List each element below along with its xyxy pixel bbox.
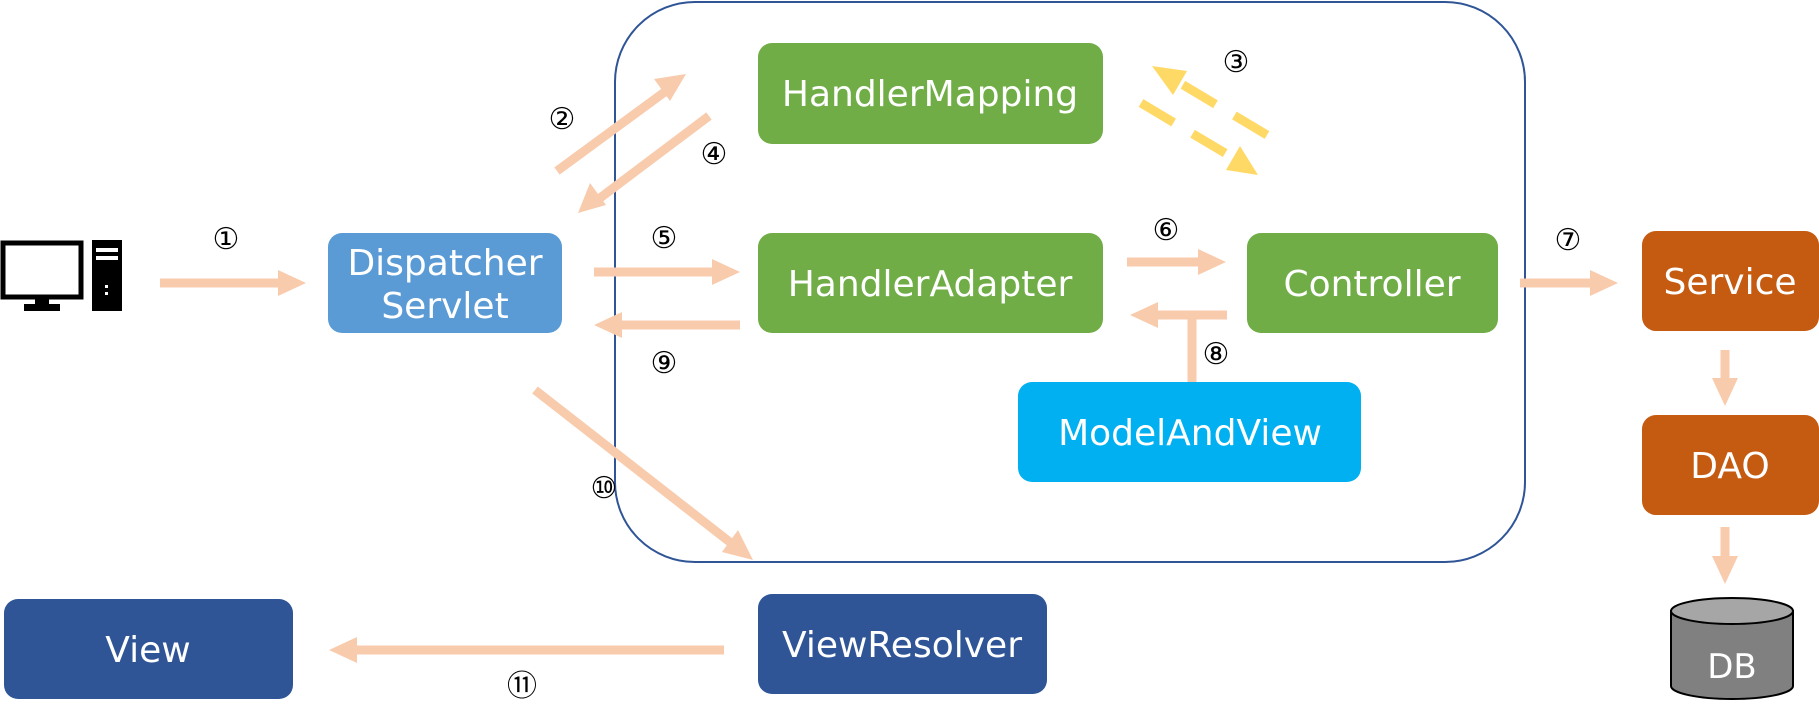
step-label-9: ⑨ xyxy=(651,346,678,381)
arrow-service-to-dao xyxy=(1712,350,1738,406)
dao-label: DAO xyxy=(1690,446,1769,487)
step-label-3: ③ xyxy=(1223,45,1250,80)
dispatcher-servlet-label-1: Dispatcher xyxy=(347,243,542,284)
view-resolver-box[interactable]: ViewResolver xyxy=(758,594,1047,694)
step-label-1: ① xyxy=(213,222,240,257)
step-label-8: ⑧ xyxy=(1203,337,1230,372)
view-resolver-label: ViewResolver xyxy=(782,625,1022,666)
model-and-view-box[interactable]: ModelAndView xyxy=(1018,382,1361,482)
arrow-step-3-return xyxy=(1152,66,1270,139)
arrow-step-4 xyxy=(578,112,712,213)
arrow-step-9 xyxy=(594,312,740,338)
service-rect xyxy=(1642,231,1819,331)
dao-box[interactable]: DAO xyxy=(1642,415,1819,515)
step-label-2: ② xyxy=(549,102,576,137)
handler-adapter-rect xyxy=(758,233,1103,333)
step-label-10: ⑩ xyxy=(591,471,618,506)
arrow-step-11 xyxy=(329,637,724,663)
view-resolver-rect xyxy=(758,594,1047,694)
handler-mapping-rect xyxy=(758,43,1103,144)
arrow-step-8 xyxy=(1130,302,1227,382)
step-label-5: ⑤ xyxy=(651,221,678,256)
model-and-view-label: ModelAndView xyxy=(1058,413,1322,454)
arrow-step-6 xyxy=(1127,249,1226,275)
computer-icon xyxy=(0,240,122,311)
arrow-step-3-call xyxy=(1138,99,1258,175)
db-label: DB xyxy=(1707,647,1757,687)
view-rect xyxy=(4,599,293,699)
step-label-11: ⑪ xyxy=(507,669,537,704)
view-box[interactable]: View xyxy=(4,599,293,699)
db-top xyxy=(1670,597,1794,625)
db-body xyxy=(1670,610,1794,700)
arrow-step-1 xyxy=(160,270,306,296)
dao-rect xyxy=(1642,415,1819,515)
controller-box[interactable]: Controller xyxy=(1247,233,1498,333)
arrow-step-7 xyxy=(1520,270,1618,296)
step-label-4: ④ xyxy=(701,137,728,172)
controller-label: Controller xyxy=(1283,264,1460,305)
handler-adapter-label: HandlerAdapter xyxy=(788,264,1073,305)
db-cylinder[interactable]: DB xyxy=(1670,597,1794,700)
step-label-6: ⑥ xyxy=(1153,213,1180,248)
controller-rect xyxy=(1247,233,1498,333)
step-label-7: ⑦ xyxy=(1555,223,1582,258)
handler-mapping-box[interactable]: HandlerMapping xyxy=(758,43,1103,144)
arrow-step-10 xyxy=(532,386,753,560)
handler-adapter-box[interactable]: HandlerAdapter xyxy=(758,233,1103,333)
arrow-step-2 xyxy=(554,74,686,175)
dispatcher-servlet-rect xyxy=(328,233,562,333)
arrow-step-5 xyxy=(594,259,740,285)
handler-mapping-label: HandlerMapping xyxy=(782,74,1078,115)
dispatcher-servlet-label-2: Servlet xyxy=(381,286,508,327)
view-label: View xyxy=(105,630,190,671)
arrow-dao-to-db xyxy=(1712,527,1738,584)
service-box[interactable]: Service xyxy=(1642,231,1819,331)
service-label: Service xyxy=(1663,262,1796,303)
model-and-view-rect xyxy=(1018,382,1361,482)
dispatcher-servlet-box[interactable]: Dispatcher Servlet xyxy=(328,233,562,333)
